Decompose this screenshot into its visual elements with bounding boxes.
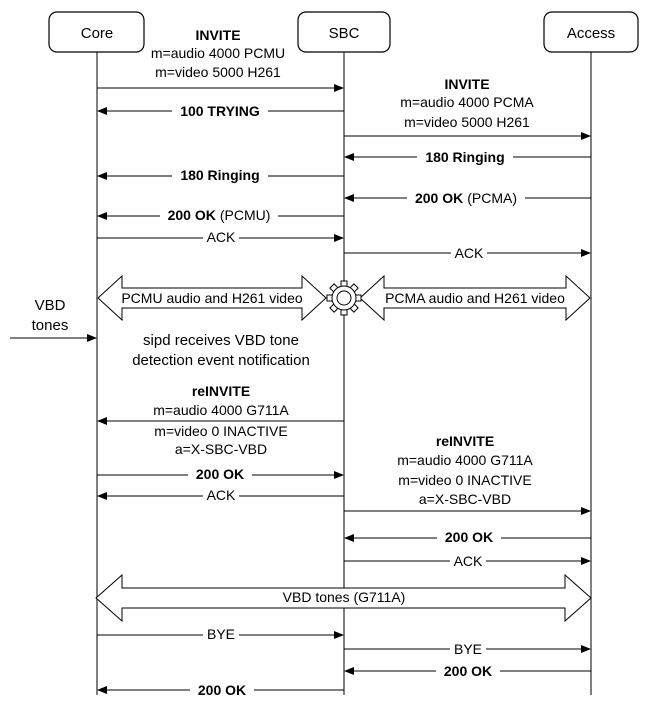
invite-core-line2: m=video 5000 H261 xyxy=(155,64,281,80)
ringing-access-label: 180 Ringing xyxy=(425,149,504,165)
media-stream-vbd-label: VBD tones (G711A) xyxy=(283,589,406,605)
vbd-side-label-line2: tones xyxy=(32,317,69,334)
ok-core-label: 200 OK(PCMU) xyxy=(168,207,271,223)
media-stream-right xyxy=(359,274,591,322)
invite-core-title: INVITE xyxy=(195,27,240,43)
media-stream-left xyxy=(97,274,327,322)
reinvite-core-line1: m=audio 4000 G711A xyxy=(153,402,289,418)
invite-access-line2: m=video 5000 H261 xyxy=(404,114,530,130)
reinvite-access-line2: m=video 0 INACTIVE xyxy=(398,472,531,488)
participant-sbc-label: SBC xyxy=(329,25,360,42)
invite-core-line1: m=audio 4000 PCMU xyxy=(151,45,285,61)
invite-access-line1: m=audio 4000 PCMA xyxy=(400,94,534,110)
participant-sbc: SBC xyxy=(297,11,391,53)
vbd-side-label-line1: VBD xyxy=(35,297,66,314)
reinvite-access-line3: a=X-SBC-VBD xyxy=(419,491,511,507)
bye-core-label: BYE xyxy=(207,626,235,642)
reinvite-core-line3: a=X-SBC-VBD xyxy=(175,441,267,457)
media-stream-right-label: PCMA audio and H261 video xyxy=(385,290,565,306)
trying-label: 100 TRYING xyxy=(180,103,260,119)
ok-core-codec: (PCMU) xyxy=(220,207,271,223)
ok-access-code: 200 OK xyxy=(415,190,463,206)
ok-access-label: 200 OK(PCMA) xyxy=(415,190,517,206)
reinvite-core-line2: m=video 0 INACTIVE xyxy=(154,423,287,439)
participant-core: Core xyxy=(48,11,145,53)
ok-reinvite-access-label: 200 OK xyxy=(445,529,493,545)
ack-reinvite-access-label: ACK xyxy=(454,553,483,569)
reinvite-access-line1: m=audio 4000 G711A xyxy=(397,452,533,468)
note-line2: detection event notification xyxy=(132,352,310,369)
ringing-core-label: 180 Ringing xyxy=(180,167,259,183)
ok-access-codec: (PCMA) xyxy=(467,190,517,206)
ok-bye-access-label: 200 OK xyxy=(444,663,492,679)
media-stream-left-label: PCMU audio and H261 video xyxy=(121,290,303,306)
reinvite-access-title: reINVITE xyxy=(436,433,494,449)
participant-core-label: Core xyxy=(81,25,114,42)
bye-access-label: BYE xyxy=(454,641,482,657)
participant-access-label: Access xyxy=(567,25,615,42)
participant-access: Access xyxy=(543,11,639,53)
ack-reinvite-core-label: ACK xyxy=(207,487,236,503)
note-line1: sipd receives VBD tone xyxy=(143,332,299,349)
ack-core-label: ACK xyxy=(207,229,236,245)
ok-core-code: 200 OK xyxy=(168,207,216,223)
ack-access-label: ACK xyxy=(455,245,484,261)
media-stream-vbd xyxy=(95,573,592,623)
invite-access-title: INVITE xyxy=(444,76,489,92)
ok-bye-core-label: 200 OK xyxy=(198,682,246,698)
ok-reinvite-core-label: 200 OK xyxy=(196,466,244,482)
reinvite-core-title: reINVITE xyxy=(192,383,250,399)
gear-icon xyxy=(326,280,362,316)
